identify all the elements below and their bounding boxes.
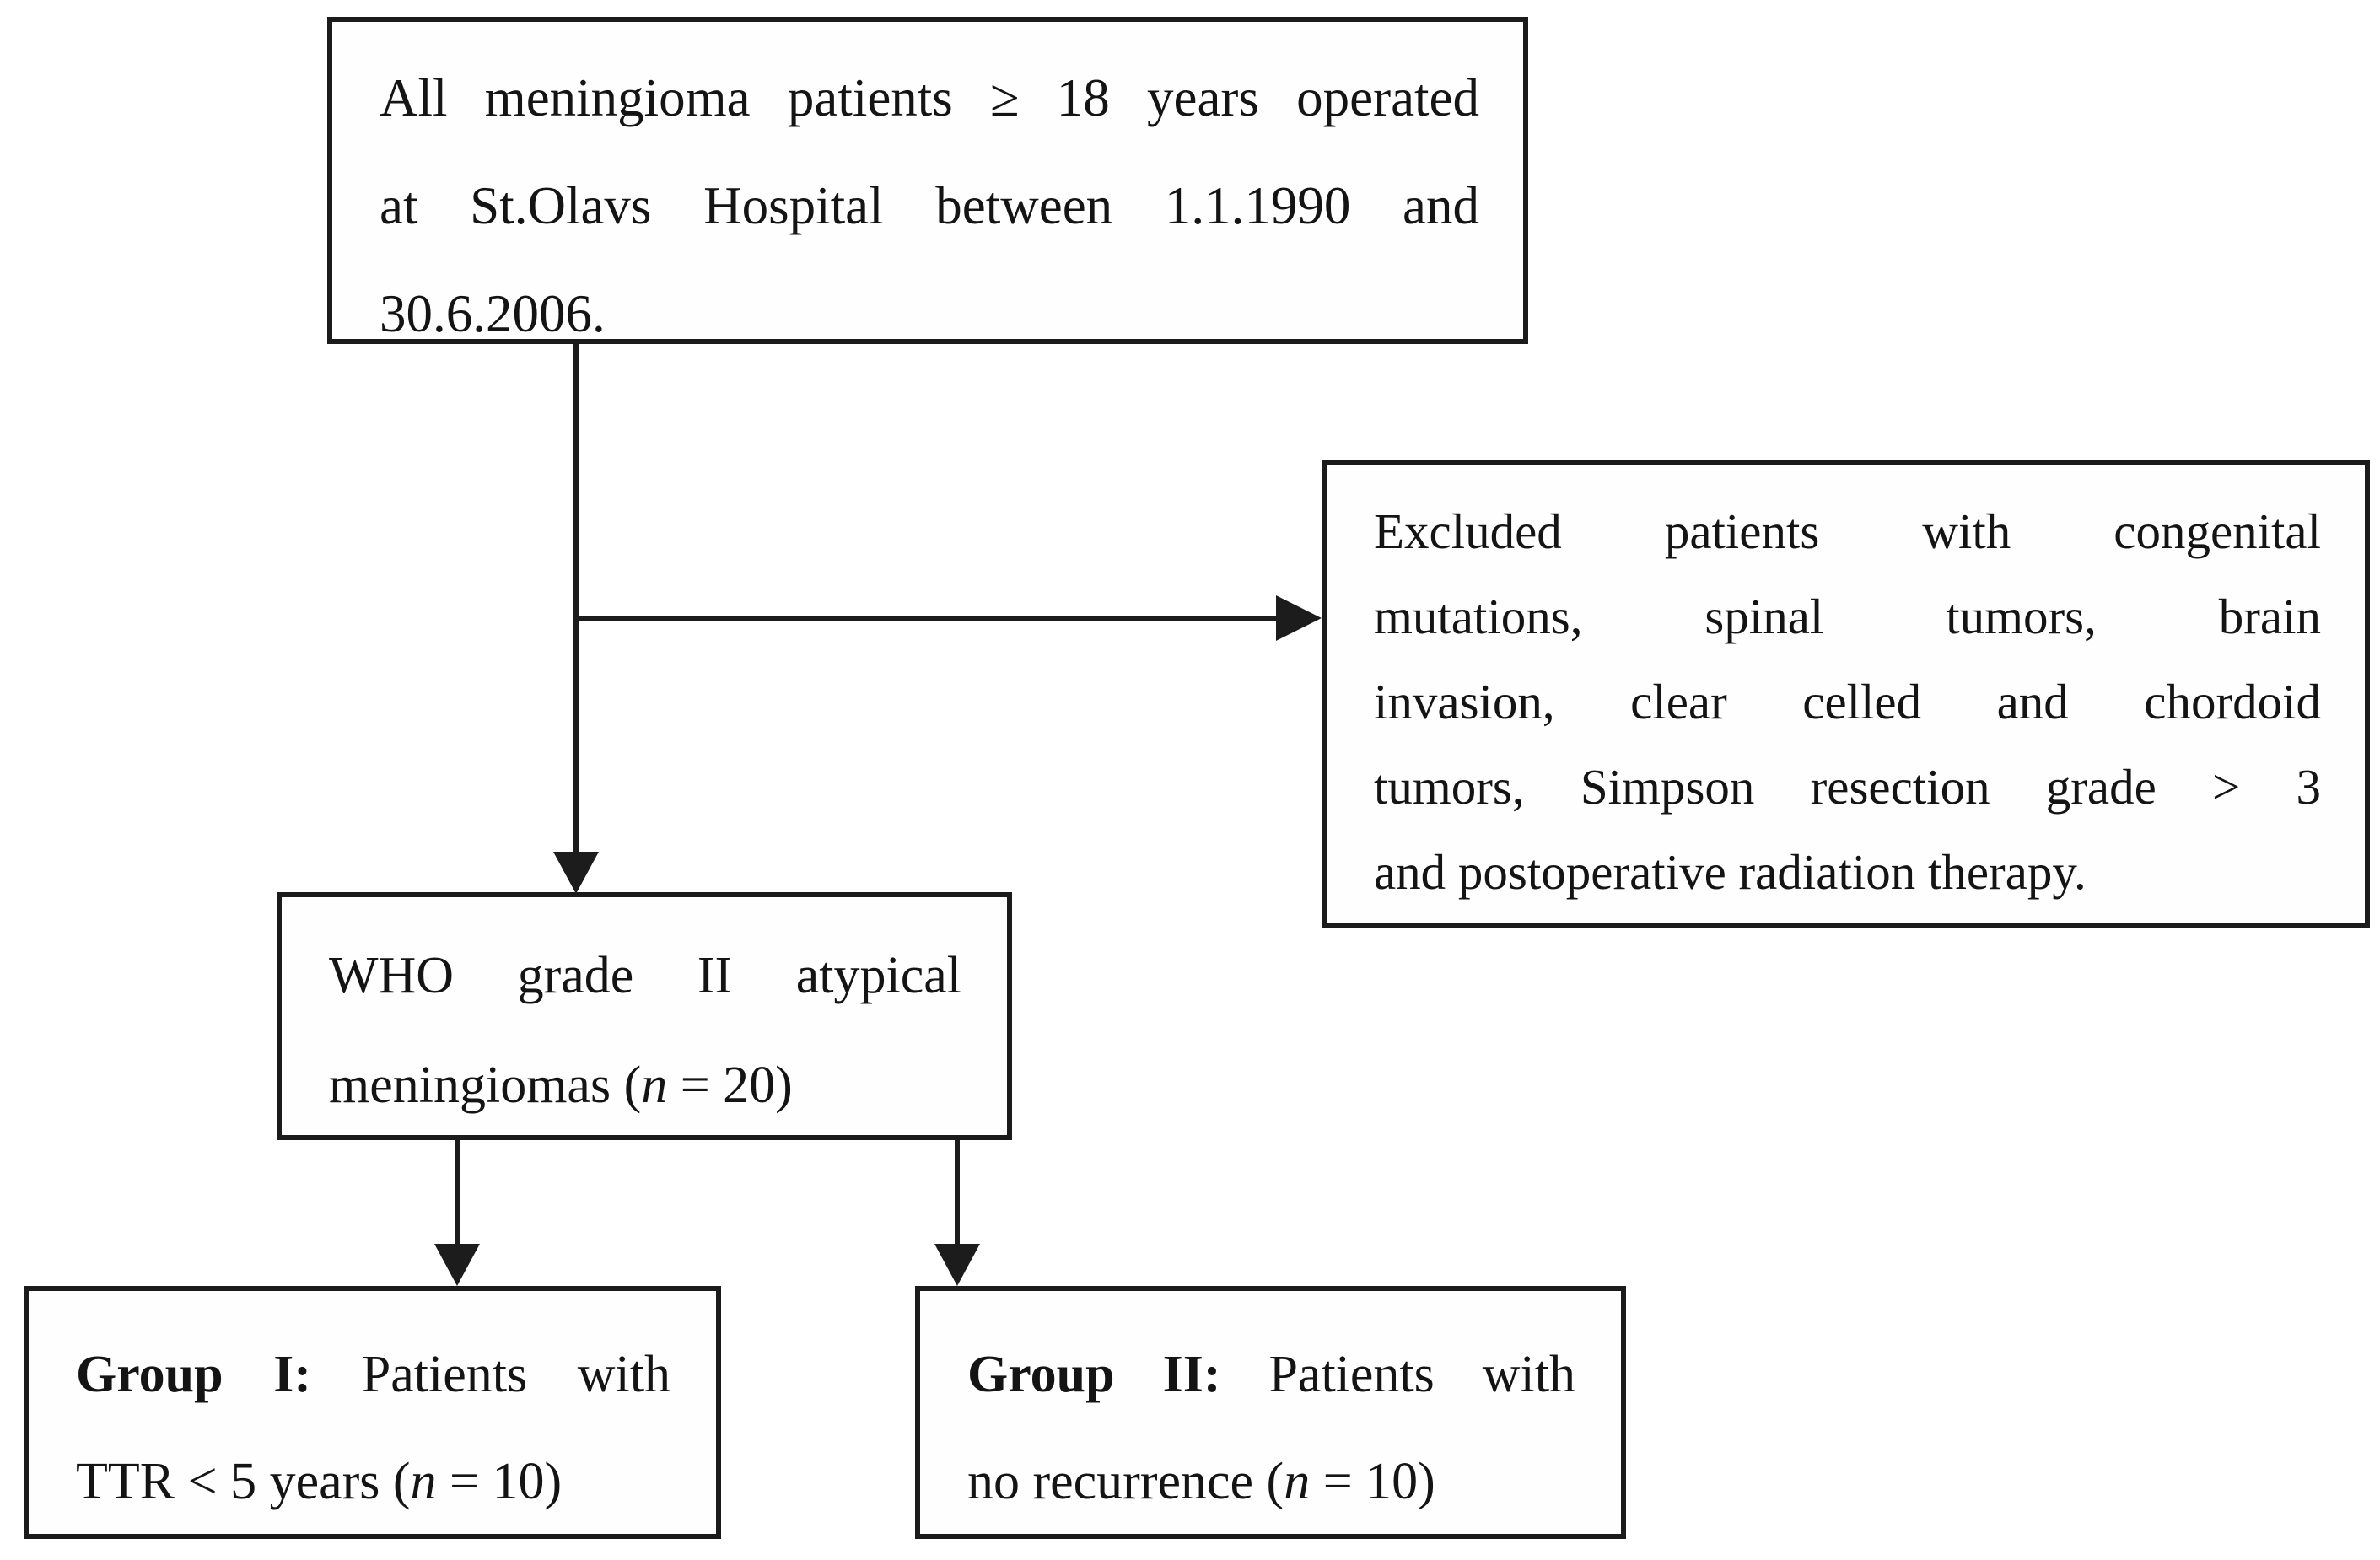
arrowhead-down-group1-icon	[434, 1244, 480, 1286]
text-line: at St.Olavs Hospital between 1.1.1990 an…	[380, 176, 1479, 235]
arrowhead-right-excluded-icon	[1276, 595, 1322, 641]
text-line: TTR < 5 years (n = 10)	[76, 1453, 563, 1510]
arrowhead-down-group2-icon	[934, 1244, 980, 1286]
text-line: 30.6.2006.	[380, 284, 606, 343]
connector-population-to-cohort-line	[573, 344, 579, 853]
text-line: invasion, clear celled and chordoid	[1374, 674, 2321, 729]
box-excluded-criteria: Excluded patients with congenital mutatio…	[1322, 460, 2370, 928]
text-line: and postoperative radiation therapy.	[1374, 844, 2087, 900]
text-line: Excluded patients with congenital	[1374, 503, 2321, 559]
text-line: tumors, Simpson resection grade > 3	[1374, 759, 2321, 815]
text-line: WHO grade II atypical	[329, 947, 961, 1004]
text-line: no recurrence (n = 10)	[967, 1453, 1435, 1510]
arrowhead-down-cohort-icon	[553, 852, 599, 894]
box-population: All meningioma patients ≥ 18 years opera…	[327, 17, 1528, 344]
text-line: meningiomas (n = 20)	[329, 1057, 793, 1114]
box-group-2: Group II: Patients with no recurrence (n …	[915, 1286, 1626, 1539]
connector-branch-to-excluded-line	[576, 616, 1276, 621]
box-cohort-who-grade-2: WHO grade II atypical meningiomas (n = 20…	[277, 892, 1012, 1140]
connector-cohort-to-group2-line	[955, 1140, 960, 1245]
text-line: Group II: Patients with	[967, 1346, 1575, 1403]
text-line: mutations, spinal tumors, brain	[1374, 589, 2321, 644]
text-line: Group I: Patients with	[76, 1346, 670, 1403]
connector-cohort-to-group1-line	[455, 1140, 460, 1245]
text-line: All meningioma patients ≥ 18 years opera…	[380, 68, 1479, 127]
